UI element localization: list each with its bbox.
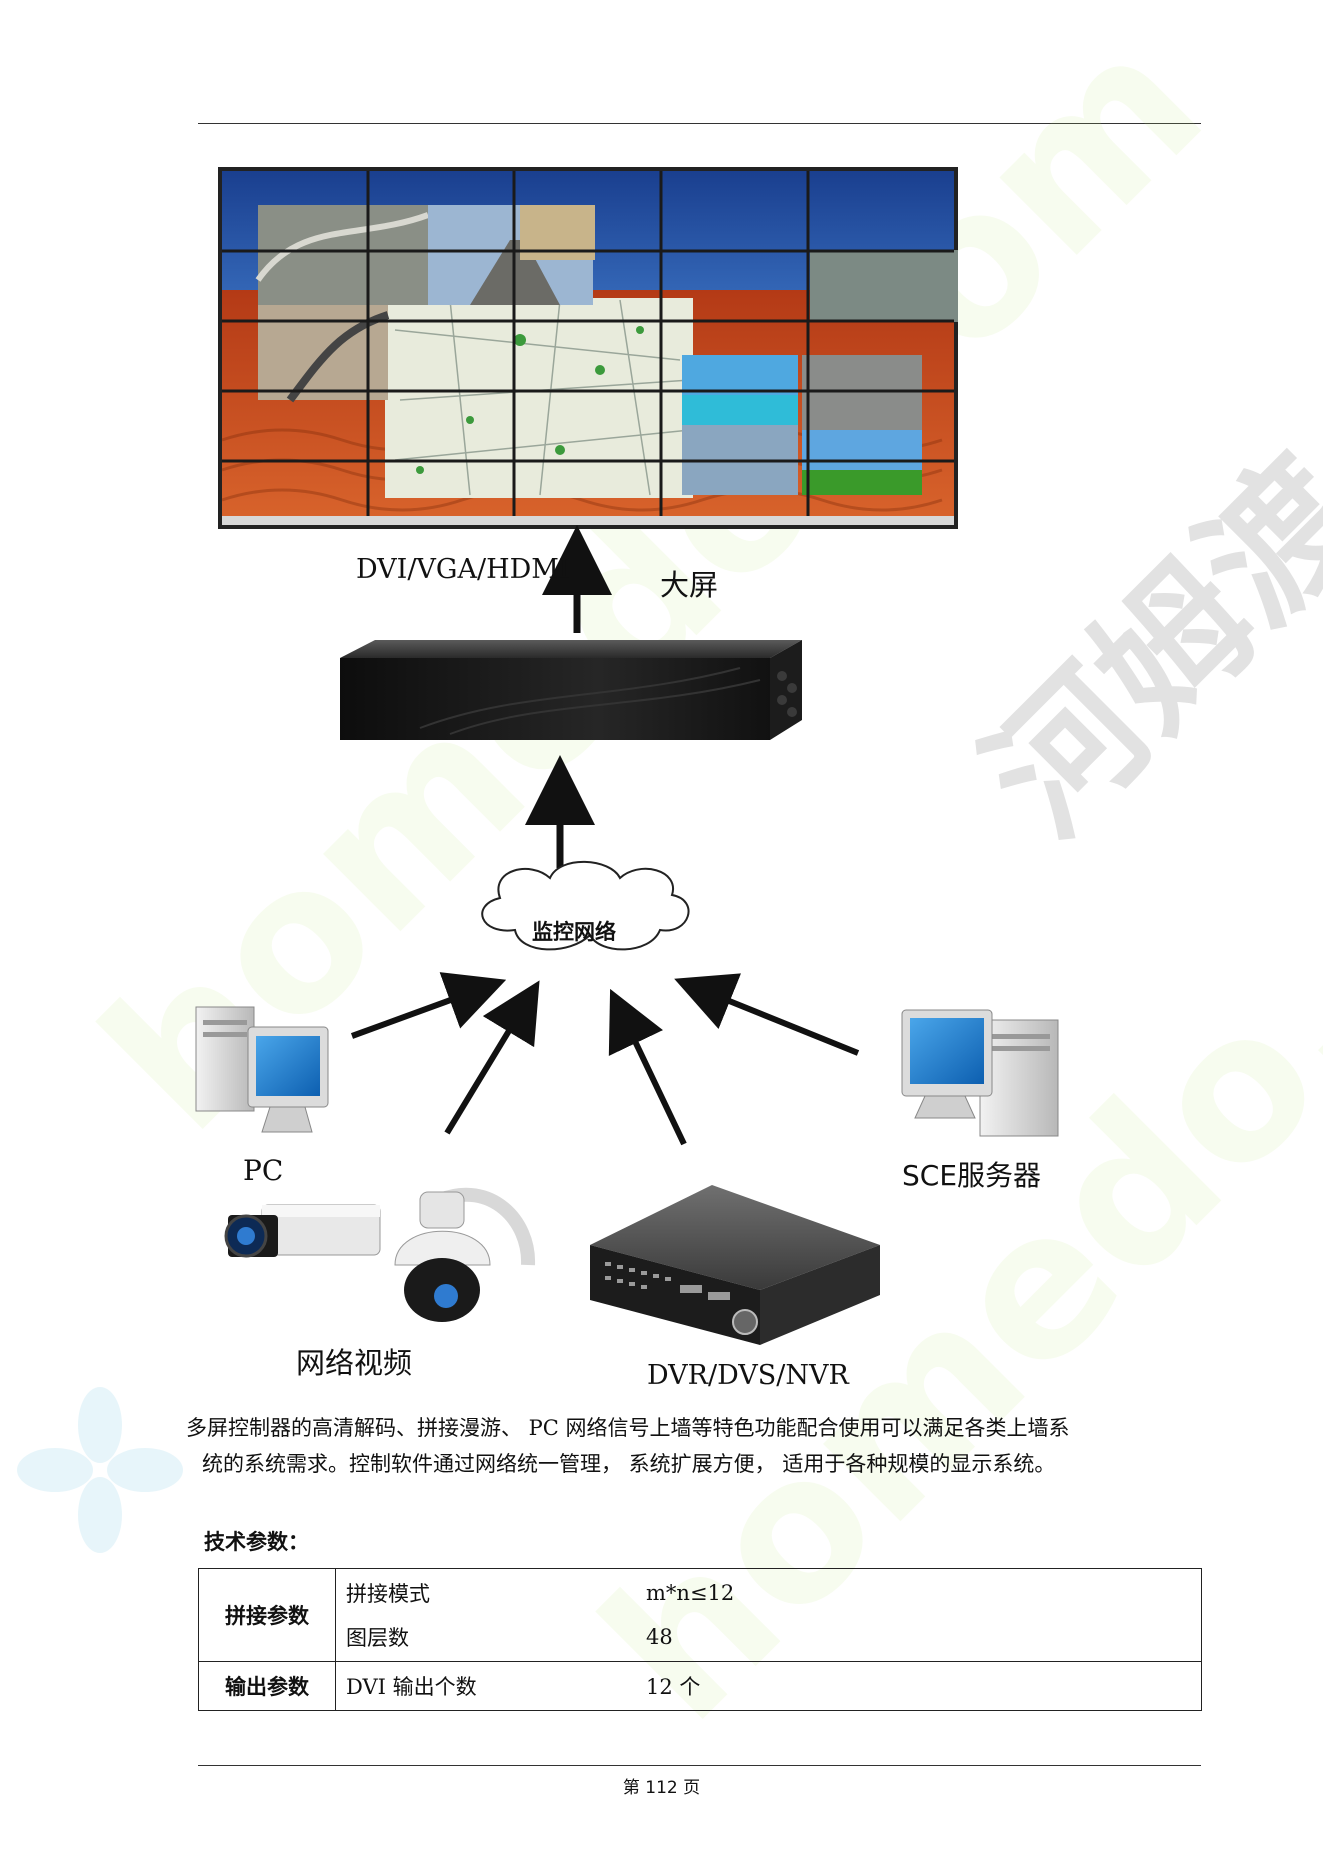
pc-icon	[195, 1006, 329, 1133]
param-name: DVI 输出个数	[346, 1675, 477, 1699]
footer-rule	[198, 1765, 1201, 1766]
pc-arrow	[350, 972, 507, 1039]
spec-heading: 技术参数：	[204, 1530, 309, 1554]
server-arrow	[674, 973, 860, 1056]
pc-label: PC	[243, 1154, 284, 1187]
ipcam-label: 网络视频	[296, 1346, 413, 1380]
description-line-2: 统的系统需求。控制软件通过网络统一管理， 系统扩展方便， 适用于各种规模的显示系…	[202, 1452, 1056, 1476]
param-value: 48	[646, 1625, 673, 1649]
ipcam-icon	[224, 1204, 381, 1258]
param-name: 图层数	[346, 1626, 409, 1650]
output-signal-label: DVI/VGA/HDMI	[356, 554, 570, 585]
ipcam-arrow	[444, 980, 540, 1135]
dvr-label: DVR/DVS/NVR	[647, 1360, 849, 1391]
group-name: 拼接参数	[198, 1568, 336, 1662]
watermark-logo	[17, 1387, 183, 1553]
param-value: m*n≤12	[646, 1581, 735, 1605]
table-row: 输出参数 DVI 输出个数 12 个	[198, 1661, 1202, 1711]
page-number: 第 112 页	[622, 1778, 701, 1798]
server-icon	[901, 1009, 1059, 1137]
description-line-1: 多屏控制器的高清解码、拼接漫游、 PC 网络信号上墙等特色功能配合使用可以满足各…	[186, 1416, 1070, 1440]
big-screen-label: 大屏	[660, 568, 719, 602]
spec-table: 拼接参数 拼接模式 m*n≤12 图层数 48 输出参数 DVI 输出个数 12…	[198, 1568, 1202, 1711]
header-rule	[198, 123, 1201, 124]
system-diagram	[195, 167, 1059, 1345]
dvr-icon	[590, 1185, 880, 1345]
table-row: 拼接参数 拼接模式 m*n≤12 图层数 48	[198, 1568, 1202, 1662]
network-cloud	[481, 860, 690, 951]
param-value: 12 个	[646, 1675, 701, 1699]
group-name: 输出参数	[198, 1661, 336, 1711]
description-paragraph: 多屏控制器的高清解码、拼接漫游、 PC 网络信号上墙等特色功能配合使用可以满足各…	[186, 1410, 1196, 1482]
param-row: DVI 输出个数 12 个	[346, 1664, 1191, 1708]
dome-camera-icon	[394, 1187, 536, 1322]
multi-screen-controller	[340, 640, 802, 740]
server-label: SCE服务器	[902, 1159, 1042, 1192]
param-row: 图层数 48	[346, 1615, 1191, 1659]
dvr-arrow	[608, 988, 687, 1146]
network-label: 监控网络	[532, 920, 616, 944]
param-name: 拼接模式	[346, 1582, 430, 1606]
param-row: 拼接模式 m*n≤12	[346, 1571, 1191, 1615]
video-wall	[218, 167, 958, 529]
